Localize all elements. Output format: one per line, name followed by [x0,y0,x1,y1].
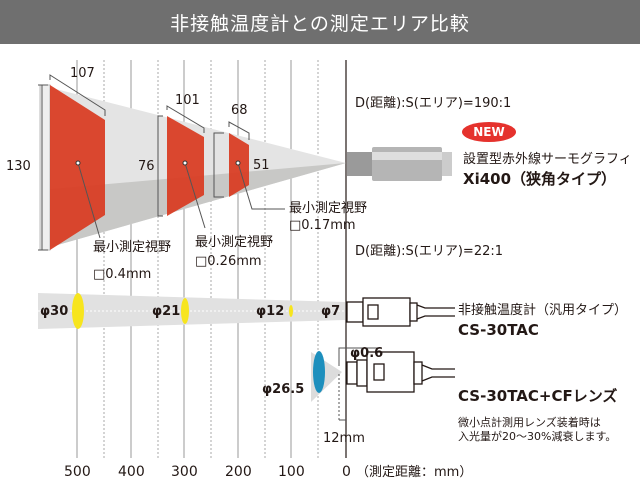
spot-label-300: φ21 [152,304,181,319]
xi400-sensor-image [347,147,452,181]
width-200: 68 [231,103,248,118]
min-label-500: 最小測定視野 [93,240,172,255]
cf-note-2: 入光量が20～30%減衰します。 [458,430,617,443]
cf-sensor [346,351,455,393]
tick-300: 300 [171,464,198,480]
min-label-300: 最小測定視野 [195,235,274,250]
spot-100 [289,305,293,317]
spot-300 [181,298,189,324]
cs30-name: CS-30TAC [458,321,539,339]
height-200: 51 [253,158,270,173]
min-label-200: 最小測定視野 [289,201,368,216]
min-value-300: □0.26mm [195,254,262,269]
cf-far-spot: φ26.5 [262,382,305,397]
cs30-subtitle: 非接触温度計（汎用タイプ） [458,303,628,318]
tick-500: 500 [64,464,91,480]
cf-note-1: 微小点計測用レンズ装着時は [458,416,601,429]
spot-label-500: φ30 [40,304,69,319]
new-badge: NEW [462,122,516,142]
tick-200: 200 [225,464,252,480]
tick-0: 0 [342,464,351,480]
xi400-ratio: D(距離):S(エリア)=190:1 [355,96,512,111]
axis-unit: （測定距離：mm） [356,465,473,480]
cf-focus-spot: φ0.6 [350,346,384,361]
xi400-name: Xi400（狭角タイプ） [463,170,617,188]
width-500: 107 [70,66,95,81]
min-value-500: □0.4mm [93,267,152,282]
cf-name: CS-30TAC+CFレンズ [458,387,618,405]
cs30-sensor [346,297,455,327]
spot-label-100: φ12 [256,304,285,319]
tick-400: 400 [118,464,145,480]
spot-label-0: φ7 [321,304,341,319]
cf-focal: 12mm [323,431,365,446]
width-300: 101 [175,93,200,108]
page-title: 非接触温度計との測定エリア比較 [0,0,640,44]
tick-100: 100 [278,464,305,480]
spot-cf [313,351,325,393]
height-500: 130 [6,159,31,174]
xi400-subtitle: 設置型赤外線サーモグラフィ [463,152,632,167]
cs30-ratio: D(距離):S(エリア)=22:1 [355,244,504,259]
height-300: 76 [138,159,155,174]
min-value-200: □0.17mm [289,218,356,233]
spot-500 [72,293,84,329]
